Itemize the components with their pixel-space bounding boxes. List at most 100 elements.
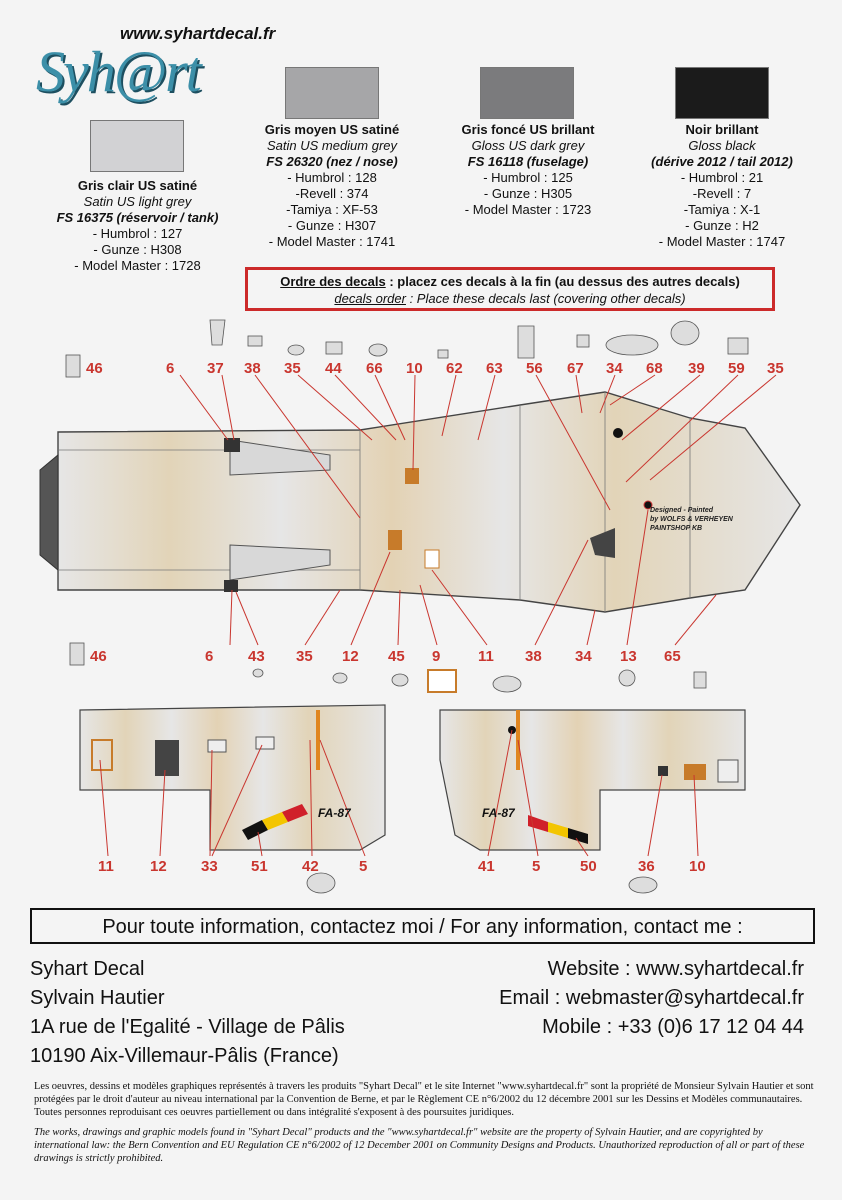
decal-number: 35 — [767, 360, 784, 377]
side-view-left — [79, 704, 386, 851]
decal-number: 11 — [478, 648, 494, 665]
decal-number: 35 — [296, 648, 313, 665]
legal-notice-fr: Les oeuvres, dessins et modèles graphiqu… — [34, 1081, 814, 1118]
paint-ref: -Tamiya : X-1 — [683, 202, 761, 217]
swatch-medium-grey — [285, 67, 379, 119]
decal-parts-top — [65, 319, 749, 666]
decal-number: 50 — [580, 858, 597, 875]
tail-code-right: FA-87 — [482, 806, 515, 820]
designer-credit: Designed - Painted by WOLFS & VERHEYEN P… — [650, 506, 733, 533]
decal-number: 10 — [689, 858, 706, 875]
paint-fs: (dérive 2012 / tail 2012) — [651, 154, 793, 169]
paint-gloss-black: Noir brillant Gloss black (dérive 2012 /… — [622, 122, 822, 250]
paint-name-fr: Gris foncé US brillant — [461, 122, 595, 137]
decal-number: 43 — [248, 648, 265, 665]
decal-order-en-text: : Place these decals last (covering othe… — [405, 291, 686, 306]
decal-number: 37 — [207, 360, 224, 377]
decal-order-en-label: decals order — [334, 291, 406, 306]
decal-order-box: Ordre des decals : placez ces decals à l… — [245, 267, 775, 311]
contact-heading: Pour toute information, contactez moi / … — [30, 908, 815, 944]
paint-fs: FS 26320 (nez / nose) — [266, 154, 398, 169]
paint-ref: - Gunze : H305 — [483, 186, 573, 201]
decal-number: 59 — [728, 360, 745, 377]
decal-number: 33 — [201, 858, 218, 875]
paint-medium-grey: Gris moyen US satiné Satin US medium gre… — [232, 122, 432, 250]
paint-name-en: Gloss US dark grey — [471, 138, 585, 153]
decal-number: 45 — [388, 648, 405, 665]
paint-name-fr: Gris clair US satiné — [77, 178, 198, 193]
decal-number: 34 — [606, 360, 623, 377]
contact-address-1: 1A rue de l'Egalité - Village de Pâlis — [30, 1016, 345, 1038]
contact-company: Syhart Decal — [30, 958, 145, 980]
contact-mobile: Mobile : +33 (0)6 17 12 04 44 — [542, 1016, 804, 1038]
paint-dark-grey: Gris foncé US brillant Gloss US dark gre… — [428, 122, 628, 218]
paint-name-en: Gloss black — [688, 138, 756, 153]
credit-line: by WOLFS & VERHEYEN — [650, 516, 733, 523]
paint-ref: - Humbrol : 125 — [483, 170, 573, 185]
paint-fs: FS 16118 (fuselage) — [467, 154, 589, 169]
decal-number: 12 — [342, 648, 359, 665]
decal-number: 56 — [526, 360, 543, 377]
paint-ref: - Model Master : 1723 — [464, 202, 592, 217]
paint-name-fr: Noir brillant — [685, 122, 759, 137]
paint-ref: - Gunze : H307 — [287, 218, 377, 233]
paint-name-en: Satin US light grey — [83, 194, 192, 209]
syhart-logo: Syh@rt — [36, 39, 202, 104]
fuselage-top-view — [39, 391, 801, 613]
paint-ref: - Model Master : 1747 — [658, 234, 786, 249]
aircraft-diagram — [39, 319, 801, 894]
decal-number: 38 — [244, 360, 261, 377]
tail-code-left: FA-87 — [318, 806, 351, 820]
credit-line: PAINTSHOP KB — [650, 525, 703, 532]
decal-order-fr-text: : placez ces decals à la fin (au dessus … — [385, 274, 740, 289]
legal-notice-en: The works, drawings and graphic models f… — [34, 1127, 805, 1164]
decal-order-fr-label: Ordre des decals — [280, 274, 386, 289]
paint-ref: - Model Master : 1741 — [268, 234, 396, 249]
decal-number: 9 — [432, 648, 441, 665]
decal-number: 65 — [664, 648, 681, 665]
decal-number: 68 — [646, 360, 663, 377]
paint-fs: FS 16375 (réservoir / tank) — [56, 210, 219, 225]
contact-address-2: 10190 Aix-Villemaur-Pâlis (France) — [30, 1045, 339, 1067]
decal-number: 63 — [486, 360, 503, 377]
decal-number: 51 — [251, 858, 268, 875]
side-view-parts — [306, 872, 658, 894]
paint-ref: - Model Master : 1728 — [74, 258, 201, 273]
decal-parts-bottom — [252, 668, 707, 693]
header-website[interactable]: www.syhartdecal.fr — [120, 24, 276, 43]
decal-number: 5 — [532, 858, 541, 875]
decal-number: 5 — [359, 858, 368, 875]
decal-number: 62 — [446, 360, 463, 377]
paint-ref: - Gunze : H2 — [685, 218, 759, 233]
decal-number: 35 — [284, 360, 301, 377]
decal-number: 6 — [205, 648, 214, 665]
decal-number: 36 — [638, 858, 655, 875]
decal-number: 66 — [366, 360, 383, 377]
decal-number: 46 — [86, 360, 103, 377]
decal-number: 10 — [406, 360, 423, 377]
decal-number: 38 — [525, 648, 542, 665]
paint-light-grey: Gris clair US satiné Satin US light grey… — [40, 178, 235, 274]
contact-email[interactable]: Email : webmaster@syhartdecal.fr — [499, 987, 804, 1009]
paint-ref: - Gunze : H308 — [93, 242, 182, 257]
credit-line: Designed - Painted — [650, 507, 714, 514]
decal-number: 34 — [575, 648, 592, 665]
paint-name-en: Satin US medium grey — [266, 138, 398, 153]
contact-website[interactable]: Website : www.syhartdecal.fr — [547, 958, 804, 980]
side-view-right — [439, 709, 746, 851]
contact-name: Sylvain Hautier — [30, 987, 165, 1009]
paint-ref: - Humbrol : 128 — [287, 170, 377, 185]
paint-ref: - Humbrol : 127 — [92, 226, 183, 241]
decal-number: 11 — [98, 858, 114, 875]
contact-left: Syhart Decal Sylvain Hautier 1A rue de l… — [30, 955, 345, 1071]
decal-number: 12 — [150, 858, 167, 875]
decal-number: 6 — [166, 360, 175, 377]
decal-number: 13 — [620, 648, 637, 665]
decal-number: 44 — [325, 360, 342, 377]
decal-number: 67 — [567, 360, 584, 377]
contact-right: Website : www.syhartdecal.fr Email : web… — [499, 955, 804, 1042]
decal-number: 39 — [688, 360, 705, 377]
decal-number: 46 — [90, 648, 107, 665]
paint-ref: -Revell : 7 — [692, 186, 752, 201]
paint-ref: -Tamiya : XF-53 — [286, 202, 378, 217]
